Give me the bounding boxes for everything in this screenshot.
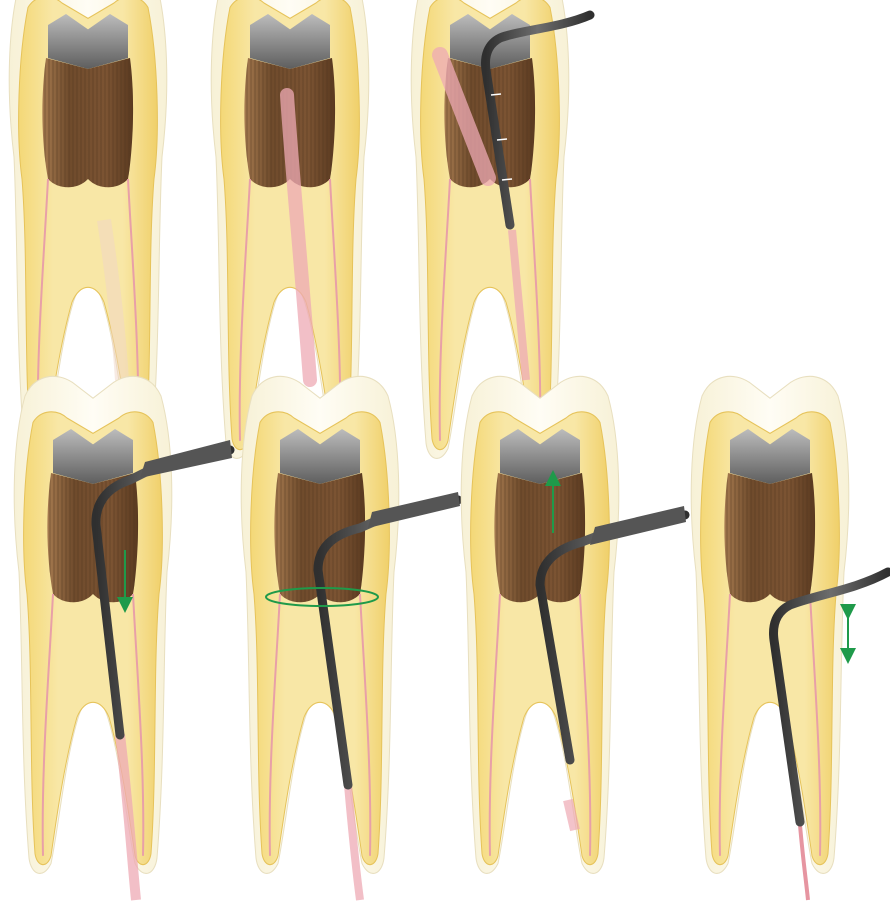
panel-b xyxy=(14,376,888,900)
tooth-b4 xyxy=(691,376,888,900)
tooth-b3 xyxy=(461,376,686,873)
tooth-b2 xyxy=(241,376,460,900)
tooth-b1 xyxy=(14,376,232,900)
